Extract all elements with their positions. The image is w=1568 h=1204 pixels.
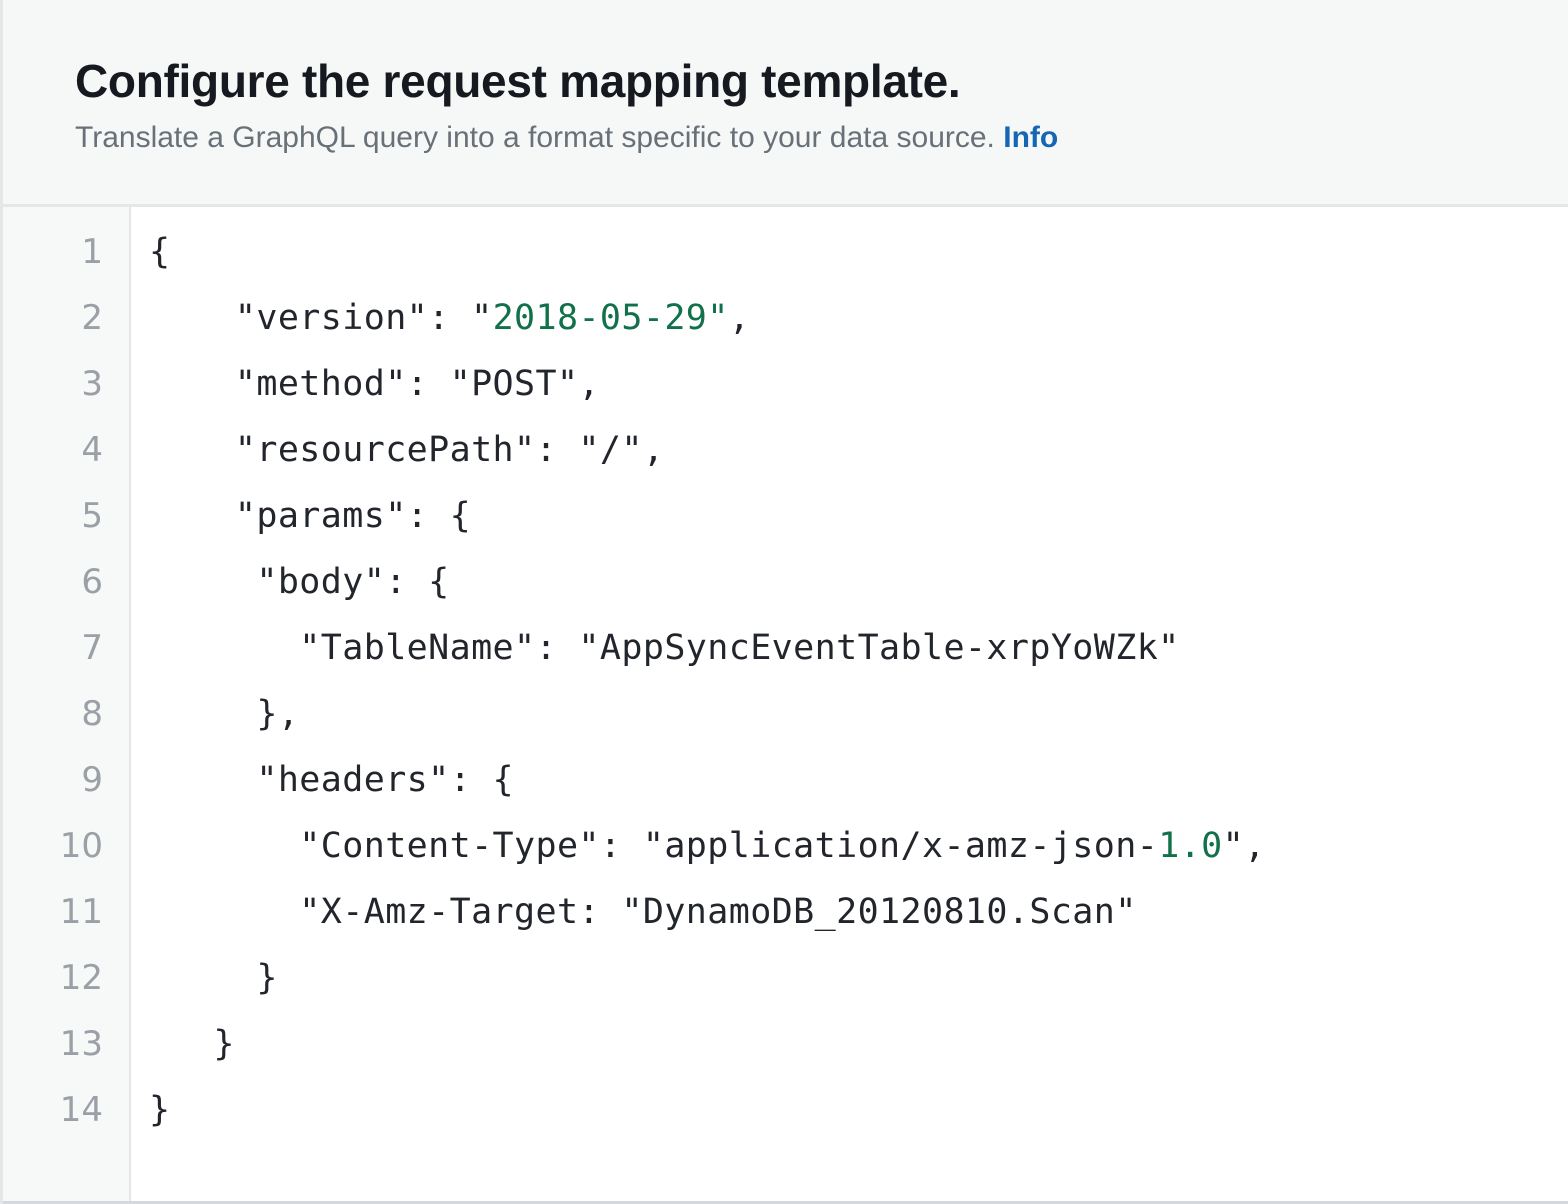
- editor-line-number: 6: [81, 562, 103, 603]
- code-token: }: [149, 1024, 235, 1065]
- code-token: },: [149, 694, 300, 735]
- info-link[interactable]: Info: [1003, 120, 1059, 154]
- code-token: "method": "POST",: [149, 364, 600, 405]
- editor-line-number: 7: [81, 628, 103, 669]
- editor-line-number: 4: [81, 430, 103, 471]
- editor-code-line[interactable]: "headers": {: [149, 747, 1568, 813]
- editor-line-number: 3: [81, 364, 103, 405]
- editor-code-line[interactable]: "X-Amz-Target: "DynamoDB_20120810.Scan": [149, 879, 1568, 945]
- code-token: {: [149, 232, 171, 273]
- panel-header: Configure the request mapping template. …: [3, 0, 1568, 208]
- code-token: "params": {: [149, 496, 472, 537]
- page-title: Configure the request mapping template.: [75, 55, 961, 107]
- editor-code-line[interactable]: "resourcePath": "/",: [149, 417, 1568, 483]
- editor-code-line[interactable]: },: [149, 681, 1568, 747]
- editor-line-number: 10: [59, 826, 103, 867]
- code-token: ",: [1222, 826, 1266, 867]
- editor-code-line[interactable]: }: [149, 1077, 1568, 1143]
- code-token: ,: [728, 298, 751, 339]
- editor-line-number: 13: [59, 1024, 103, 1065]
- code-token: "resourcePath": "/",: [149, 430, 665, 471]
- editor-code-line[interactable]: "Content-Type": "application/x-amz-json-…: [149, 813, 1568, 879]
- code-token: "body": {: [149, 562, 450, 603]
- editor-line-number: 9: [81, 760, 103, 801]
- code-token: 2018-05-29": [492, 298, 729, 339]
- editor-code-line[interactable]: }: [149, 945, 1568, 1011]
- editor-code-line[interactable]: }: [149, 1011, 1568, 1077]
- code-token: "Content-Type": "application/x-amz-json-: [149, 826, 1159, 867]
- editor-code-line[interactable]: "version": "2018-05-29",: [149, 285, 1568, 351]
- editor-code-area[interactable]: { "version": "2018-05-29", "method": "PO…: [131, 207, 1568, 1201]
- editor-code-line[interactable]: {: [149, 219, 1568, 285]
- code-token: "headers": {: [149, 760, 515, 801]
- code-token: "TableName": "AppSyncEventTable-xrpYoWZk…: [149, 628, 1180, 669]
- editor-line-number: 5: [81, 496, 103, 537]
- editor-line-number: 8: [81, 694, 103, 735]
- editor-code-line[interactable]: "params": {: [149, 483, 1568, 549]
- editor-code-line[interactable]: "body": {: [149, 549, 1568, 615]
- editor-line-number: 14: [59, 1090, 103, 1131]
- code-token: }: [149, 1090, 171, 1131]
- editor-line-number: 12: [59, 958, 103, 999]
- editor-code-line[interactable]: "method": "POST",: [149, 351, 1568, 417]
- code-token: }: [149, 958, 278, 999]
- code-token: 1.0: [1158, 826, 1223, 867]
- editor-code-line[interactable]: "TableName": "AppSyncEventTable-xrpYoWZk…: [149, 615, 1568, 681]
- editor-line-number: 11: [59, 892, 103, 933]
- page-subtitle-text: Translate a GraphQL query into a format …: [75, 120, 995, 154]
- editor-line-number: 2: [81, 298, 103, 339]
- code-token: "X-Amz-Target: "DynamoDB_20120810.Scan": [149, 892, 1137, 933]
- editor-line-number: 1: [81, 232, 103, 273]
- code-token: "version": ": [149, 298, 493, 339]
- page-subtitle: Translate a GraphQL query into a format …: [75, 118, 1568, 159]
